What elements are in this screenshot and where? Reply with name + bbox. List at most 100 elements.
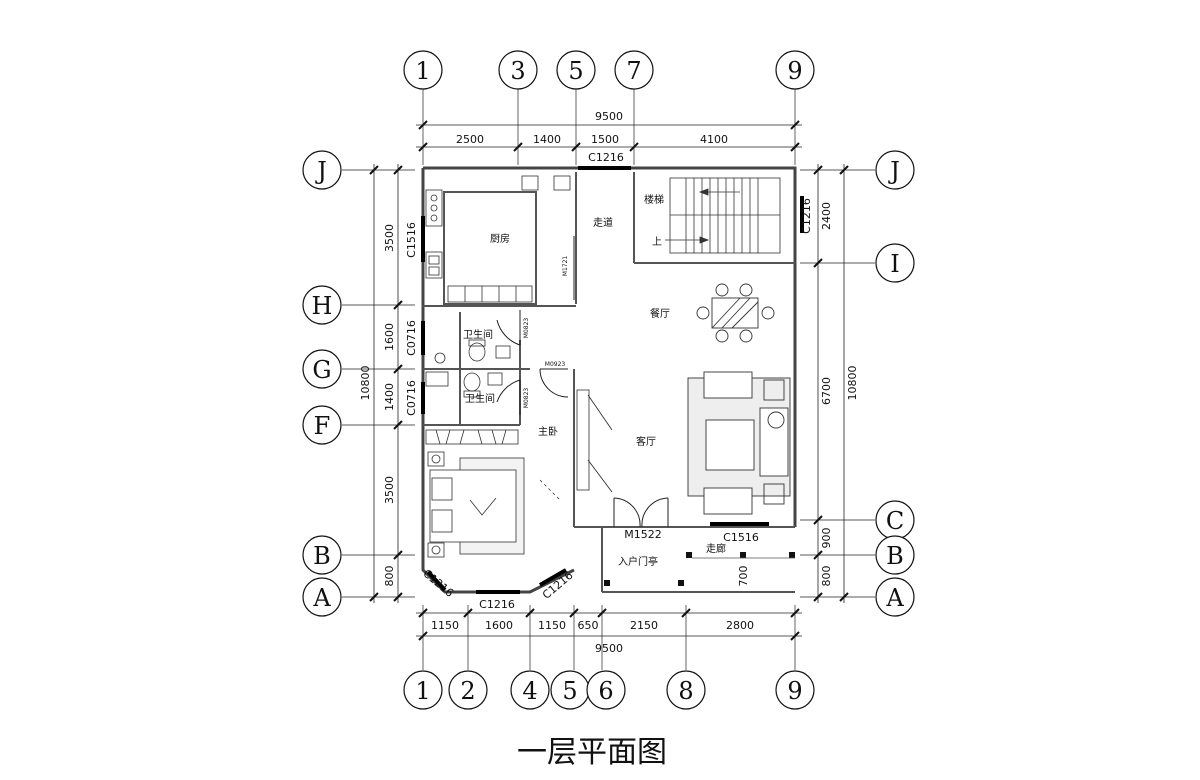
- room-dining: 餐厅: [650, 307, 670, 320]
- room-living: 客厅: [636, 435, 656, 448]
- axis-top-9: 9: [775, 50, 815, 90]
- dim-bottom-1150a: 1150: [431, 619, 459, 632]
- staircase: [665, 177, 781, 254]
- svg-text:1: 1: [415, 677, 430, 705]
- axis-top-7: 7: [614, 50, 654, 90]
- room-bath1: 卫生间: [463, 328, 493, 341]
- dim-bottom-650: 650: [578, 619, 599, 632]
- svg-text:8: 8: [678, 677, 693, 705]
- axis-bottom-6: 6: [586, 670, 626, 710]
- dim-top-2500: 2500: [456, 133, 484, 146]
- room-master-bedroom: 主卧: [538, 425, 558, 438]
- svg-text:9: 9: [787, 677, 802, 705]
- svg-text:G: G: [312, 356, 331, 384]
- door-label-entry: M1522: [624, 528, 662, 541]
- axis-bottom-8: 8: [666, 670, 706, 710]
- axis-left-B: B: [302, 535, 342, 575]
- exterior-walls: [421, 166, 797, 594]
- svg-text:B: B: [313, 542, 331, 570]
- svg-text:I: I: [890, 250, 899, 278]
- axis-left-F: F: [302, 405, 342, 445]
- svg-text:2: 2: [460, 677, 475, 705]
- window-label-stair-east: C1216: [800, 198, 813, 234]
- living-furniture: [587, 371, 791, 515]
- dim-right-6700: 6700: [820, 377, 833, 405]
- dim-right-800: 800: [820, 566, 833, 587]
- axis-left-J: J: [302, 150, 342, 190]
- svg-text:5: 5: [568, 57, 583, 85]
- dim-left-total: 10800: [359, 366, 372, 401]
- dim-left-800: 800: [383, 566, 396, 587]
- svg-text:7: 7: [626, 57, 641, 85]
- window-label-bedroom-sw: C1216: [420, 567, 456, 600]
- dim-left-1400: 1400: [383, 383, 396, 411]
- svg-text:J: J: [314, 157, 327, 185]
- svg-text:1: 1: [415, 57, 430, 85]
- axis-left-H: H: [302, 285, 342, 325]
- dim-left-3500a: 3500: [383, 224, 396, 252]
- axis-bottom-9: 9: [775, 670, 815, 710]
- svg-text:4: 4: [522, 677, 537, 705]
- axis-right-I: I: [875, 243, 915, 283]
- axis-bottom-4: 4: [510, 670, 550, 710]
- door-label-bath2: M0823: [523, 388, 530, 409]
- stair-up: 上: [652, 236, 662, 248]
- axis-bottom-1: 1: [403, 670, 443, 710]
- svg-text:A: A: [312, 584, 331, 612]
- room-kitchen: 厨房: [490, 232, 510, 245]
- room-stair: 楼梯: [644, 193, 664, 206]
- axis-right-A: A: [875, 577, 915, 617]
- kitchen-fixtures: [425, 175, 571, 303]
- dim-left-1600: 1600: [383, 323, 396, 351]
- door-label-bath1: M0823: [523, 318, 530, 339]
- svg-text:6: 6: [598, 677, 613, 705]
- window-label-living-south: C1516: [723, 531, 759, 544]
- room-entry-porch: 入户门亭: [618, 555, 658, 568]
- axis-right-C: C: [875, 500, 915, 540]
- axis-left-A: A: [302, 577, 342, 617]
- svg-text:A: A: [885, 584, 904, 612]
- window-label-north: C1216: [588, 151, 624, 164]
- dining-table: [696, 283, 775, 343]
- bedroom-furniture: [425, 389, 590, 558]
- room-veranda: 走廊: [706, 542, 726, 555]
- dim-right-total: 10800: [846, 366, 859, 401]
- svg-text:H: H: [312, 292, 333, 320]
- door-label-kitchen: M1721: [562, 256, 569, 277]
- dim-top-1400: 1400: [533, 133, 561, 146]
- dim-bottom-1600: 1600: [485, 619, 513, 632]
- svg-text:C: C: [886, 507, 904, 535]
- dim-top-4100: 4100: [700, 133, 728, 146]
- svg-text:3: 3: [510, 57, 525, 85]
- axis-top-3: 3: [498, 50, 538, 90]
- svg-text:9: 9: [787, 57, 802, 85]
- svg-text:B: B: [886, 542, 904, 570]
- window-label-bedroom-south: C1216: [479, 598, 515, 611]
- dim-bottom-1150b: 1150: [538, 619, 566, 632]
- bathroom-fixtures: [425, 339, 511, 398]
- window-label-bath2-west: C0716: [405, 380, 418, 416]
- room-corridor: 走道: [593, 216, 613, 229]
- axis-bottom-2: 2: [448, 670, 488, 710]
- dim-top-total: 9500: [595, 110, 623, 123]
- window-marks: [421, 166, 804, 594]
- svg-text:5: 5: [562, 677, 577, 705]
- window-label-kitchen-west: C1516: [405, 222, 418, 258]
- axis-left-G: G: [302, 349, 342, 389]
- svg-text:J: J: [887, 157, 900, 185]
- axis-right-J: J: [875, 150, 915, 190]
- dim-porch-700: 700: [737, 566, 750, 587]
- room-bath2: 卫生间: [465, 392, 495, 405]
- svg-text:F: F: [314, 412, 331, 440]
- dim-bottom-2800: 2800: [726, 619, 754, 632]
- dim-right-2400: 2400: [820, 202, 833, 230]
- axis-grid-lines: [342, 89, 875, 670]
- door-swings: [496, 236, 669, 528]
- window-label-bath1-west: C0716: [405, 320, 418, 356]
- dimension-lines: [373, 124, 845, 637]
- dimension-ticks: [369, 120, 849, 641]
- dim-bottom-2150: 2150: [630, 619, 658, 632]
- dim-left-3500b: 3500: [383, 476, 396, 504]
- door-label-bedroom: M0923: [545, 361, 566, 368]
